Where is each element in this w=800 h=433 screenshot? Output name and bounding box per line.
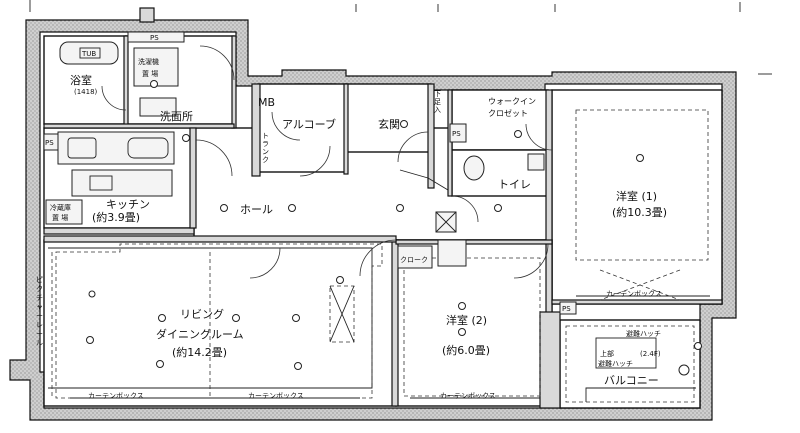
svg-text:ク: ク (36, 285, 43, 293)
evac-hatch-box (595, 337, 657, 369)
toilet-bowl (463, 155, 485, 181)
western2-size-label: (約6.0畳) (442, 343, 490, 357)
ps-label-balcony: PS (562, 305, 571, 313)
ps-label-top: PS (150, 34, 159, 42)
svg-text:レ: レ (36, 321, 43, 329)
trunk-room-label: ト ラ ン ク (262, 132, 269, 164)
svg-text:ー: ー (36, 312, 43, 320)
curtain-box-label-3: カーテンボックス (440, 392, 496, 400)
reference-ticks (29, 0, 772, 75)
doors (101, 45, 553, 279)
ps-box-top (127, 31, 185, 43)
mb-label: MB (258, 96, 275, 109)
closet-label: クローク (400, 256, 428, 264)
dining-label: ダイニングルーム (156, 327, 244, 341)
laundry-pan (133, 47, 179, 87)
ps-label-left: PS (45, 139, 54, 147)
entrance-label: 玄関 (378, 117, 400, 131)
washroom-label: 洗面所 (160, 110, 193, 123)
closet-box (437, 239, 467, 267)
curtain-box-label-2: カーテンボックス (248, 392, 304, 400)
fridge-label-2: 置 場 (52, 213, 68, 222)
laundry-label-2: 置 場 (142, 69, 158, 78)
bath-label: 浴室 (70, 73, 92, 87)
svg-text:ク: ク (262, 156, 269, 164)
svg-text:足: 足 (434, 98, 441, 106)
hall-label: ホール (240, 203, 273, 216)
svg-text:ピ: ピ (36, 276, 43, 284)
fridge-area (45, 199, 83, 225)
ps-label-hall: PS (452, 130, 461, 138)
svg-text:チ: チ (36, 294, 43, 302)
hatch-code-label: (2.4F) (640, 350, 661, 358)
kitchen-island (71, 169, 173, 197)
bath-tub-label: TUB (81, 50, 96, 58)
svg-text:ン: ン (262, 148, 269, 156)
svg-text:ト: ト (262, 132, 269, 140)
svg-text:下: 下 (434, 90, 441, 98)
kitchen-label: キッチン (106, 198, 150, 211)
walkin-closet-label-1: ウォークイン (488, 97, 536, 106)
svg-text:入: 入 (434, 106, 441, 114)
balcony-label: バルコニー (604, 374, 659, 387)
walkin-closet (451, 89, 549, 151)
living-size-label: (約14.2畳) (172, 345, 227, 359)
roof-shaft (139, 7, 155, 23)
washbasin (139, 97, 177, 117)
western1-label: 洋室 (1) (616, 189, 657, 203)
svg-text:ル: ル (36, 339, 43, 347)
upper-hatch-label-2: 避難ハッチ (598, 359, 633, 368)
shoe-box-label: 下 足 入 (434, 90, 441, 114)
interior-walls (43, 35, 723, 409)
alcove-label: アルコーブ (282, 117, 336, 131)
living-dining (43, 239, 397, 407)
ps-box-balcony (559, 301, 577, 315)
bath-size-label: (1418) (74, 88, 98, 96)
svg-text:ー: ー (36, 330, 43, 338)
toilet-label: トイレ (498, 178, 531, 191)
curtain-box-label-4: カーテンボックス (606, 290, 662, 298)
svg-text:ラ: ラ (262, 140, 269, 148)
svg-text:ャ: ャ (36, 303, 43, 311)
picture-rail-label: ピ ク チ ャ ー レ ー ル (36, 276, 43, 347)
fridge-label-1: 冷蔵庫 (50, 203, 71, 212)
bath-tub (59, 41, 119, 65)
upper-hatch-label-1: 上部 (600, 349, 614, 358)
western1-size-label: (約10.3畳) (612, 205, 667, 219)
curtain-box-label-1: カーテンボックス (88, 392, 144, 400)
walkin-closet-label-2: クロゼット (488, 108, 528, 118)
rooms-layer (43, 35, 723, 409)
living-label: リビング (180, 307, 224, 321)
kitchen-counter (57, 131, 175, 165)
ceiling-lights (86, 80, 702, 376)
evac-hatch-label: 避難ハッチ (626, 329, 661, 338)
balcony (559, 319, 701, 409)
entrance (345, 83, 431, 153)
western2-label: 洋室 (2) (446, 313, 487, 327)
closet-w2 (397, 245, 433, 269)
laundry-label-1: 洗濯機 (138, 57, 159, 66)
ps-box-hall (449, 123, 467, 143)
kitchen-size-label: (約3.9畳) (92, 210, 140, 224)
